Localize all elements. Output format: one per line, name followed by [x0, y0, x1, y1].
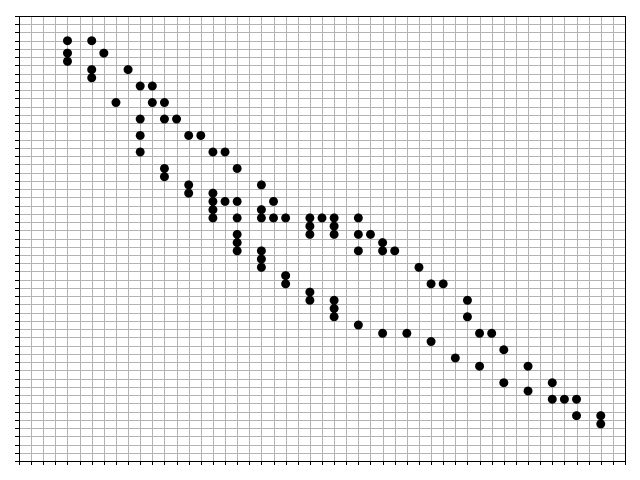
data-point	[475, 328, 485, 338]
data-point	[499, 345, 509, 355]
data-point	[462, 295, 472, 305]
data-point	[475, 361, 485, 371]
plot-frame	[19, 16, 626, 462]
data-point	[547, 378, 557, 388]
data-point	[99, 48, 109, 58]
data-point	[232, 238, 242, 248]
data-point	[87, 65, 97, 75]
data-point	[220, 196, 230, 206]
data-point	[572, 411, 582, 421]
data-point	[256, 246, 266, 256]
data-point	[317, 213, 327, 223]
data-point	[232, 163, 242, 173]
data-point	[353, 229, 363, 239]
data-point	[305, 229, 315, 239]
data-point	[220, 147, 230, 157]
data-point	[208, 196, 218, 206]
grid	[19, 16, 626, 462]
data-point	[256, 254, 266, 264]
data-point	[572, 394, 582, 404]
data-point	[184, 188, 194, 198]
data-point	[135, 114, 145, 124]
axes	[19, 16, 626, 462]
data-point	[426, 337, 436, 347]
data-point	[329, 213, 339, 223]
data-point	[232, 213, 242, 223]
data-point	[426, 279, 436, 289]
data-point	[62, 48, 72, 58]
data-point	[329, 221, 339, 231]
data-point	[232, 246, 242, 256]
data-point	[135, 130, 145, 140]
data-point	[208, 188, 218, 198]
data-point	[378, 246, 388, 256]
data-point	[184, 180, 194, 190]
data-point	[123, 65, 133, 75]
data-points	[62, 36, 606, 429]
data-point	[159, 114, 169, 124]
axis-ticks	[15, 16, 626, 465]
data-point	[305, 295, 315, 305]
data-point	[159, 163, 169, 173]
data-point	[281, 279, 291, 289]
data-point	[402, 328, 412, 338]
data-point	[329, 229, 339, 239]
data-point	[329, 295, 339, 305]
data-point	[208, 147, 218, 157]
data-point	[135, 147, 145, 157]
data-point	[232, 196, 242, 206]
data-point	[208, 213, 218, 223]
data-point	[329, 312, 339, 322]
data-point	[547, 394, 557, 404]
data-point	[353, 246, 363, 256]
data-point	[256, 262, 266, 272]
data-point	[329, 304, 339, 314]
data-point	[147, 81, 157, 91]
data-point	[172, 114, 182, 124]
data-point	[462, 312, 472, 322]
data-point	[523, 361, 533, 371]
data-point	[232, 229, 242, 239]
data-point	[305, 221, 315, 231]
data-point	[62, 36, 72, 46]
data-point	[353, 320, 363, 330]
data-point	[596, 411, 606, 421]
data-point	[269, 196, 279, 206]
data-point	[523, 386, 533, 396]
data-point	[499, 378, 509, 388]
data-point	[378, 328, 388, 338]
data-point	[450, 353, 460, 363]
data-point	[305, 287, 315, 297]
data-point	[135, 81, 145, 91]
data-point	[111, 98, 121, 108]
data-point	[487, 328, 497, 338]
data-point	[256, 213, 266, 223]
data-point	[159, 98, 169, 108]
data-point	[281, 213, 291, 223]
data-point	[365, 229, 375, 239]
data-point	[62, 56, 72, 66]
data-point	[208, 205, 218, 215]
data-point	[87, 73, 97, 83]
data-point	[269, 213, 279, 223]
data-point	[559, 394, 569, 404]
data-point	[256, 205, 266, 215]
data-point	[281, 271, 291, 281]
data-point	[390, 246, 400, 256]
data-point	[147, 98, 157, 108]
data-point	[196, 130, 206, 140]
data-point	[87, 36, 97, 46]
data-point	[378, 238, 388, 248]
data-point	[184, 130, 194, 140]
data-point	[159, 172, 169, 182]
data-point	[256, 180, 266, 190]
data-point	[414, 262, 424, 272]
data-point	[353, 213, 363, 223]
data-point	[438, 279, 448, 289]
data-point	[596, 419, 606, 429]
data-point	[305, 213, 315, 223]
